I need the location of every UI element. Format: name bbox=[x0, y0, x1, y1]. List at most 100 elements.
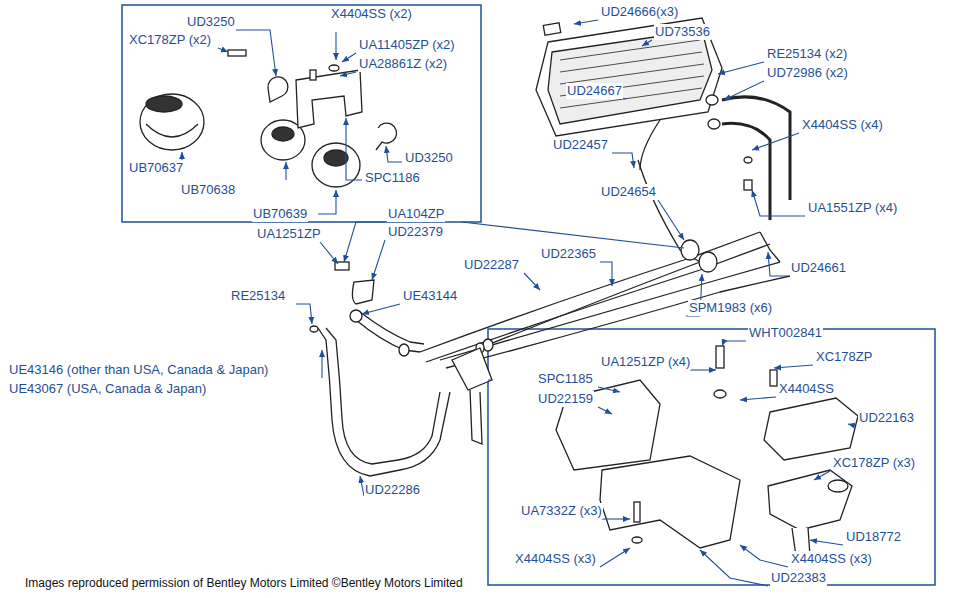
drawing-path bbox=[268, 77, 288, 102]
drawing-path bbox=[612, 153, 634, 168]
drawing-path bbox=[488, 379, 492, 380]
part-number: UD24661 bbox=[790, 260, 847, 276]
drawing-path bbox=[690, 369, 716, 370]
part-number: UD22365 bbox=[540, 246, 597, 262]
drawing-ellipse bbox=[310, 326, 318, 332]
part-number: UE43146 (other than USA, Canada & Japan) bbox=[8, 362, 269, 378]
drawing-path bbox=[524, 273, 540, 290]
part-number: UD22163 bbox=[858, 410, 915, 426]
part-number: UA28861Z (x2) bbox=[358, 56, 448, 72]
drawing-path bbox=[598, 407, 612, 414]
drawing-ellipse bbox=[828, 480, 848, 492]
part-number: UD22159 bbox=[537, 391, 594, 407]
drawing-path bbox=[536, 18, 722, 136]
drawing-rect bbox=[122, 5, 481, 222]
drawing-path bbox=[768, 470, 852, 530]
drawing-path bbox=[574, 20, 598, 24]
drawing-path bbox=[356, 320, 420, 352]
part-number: WHT002841 bbox=[748, 325, 823, 341]
part-number: UD18772 bbox=[845, 529, 902, 545]
part-number: UD3250 bbox=[186, 14, 236, 30]
drawing-ellipse bbox=[706, 95, 718, 105]
part-number: UA7332Z (x3) bbox=[520, 503, 603, 519]
drawing-path bbox=[768, 252, 788, 276]
drawing-path bbox=[360, 312, 424, 344]
drawing-path bbox=[640, 120, 660, 170]
drawing-rect bbox=[310, 70, 316, 80]
part-number: UD22383 bbox=[770, 570, 827, 586]
drawing-rect bbox=[634, 502, 640, 522]
drawing-path bbox=[344, 222, 385, 262]
drawing-path bbox=[346, 118, 362, 180]
drawing-path bbox=[470, 262, 700, 352]
drawing-path bbox=[600, 548, 630, 567]
drawing-path bbox=[722, 341, 746, 346]
drawing-path bbox=[470, 390, 482, 444]
drawing-path bbox=[600, 456, 740, 548]
drawing-ellipse bbox=[681, 240, 699, 260]
drawing-path bbox=[296, 70, 362, 128]
part-number: UD22457 bbox=[552, 137, 609, 153]
drawing-ellipse bbox=[146, 96, 182, 112]
part-number: RE25134 (x2) bbox=[766, 46, 848, 62]
drawing-rect bbox=[488, 329, 935, 585]
drawing-path bbox=[548, 30, 712, 124]
drawing-path bbox=[774, 365, 813, 368]
drawing-ellipse bbox=[272, 127, 294, 141]
part-number: UD73536 bbox=[654, 24, 711, 40]
drawing-ellipse bbox=[140, 94, 204, 150]
heater-unit bbox=[536, 18, 790, 220]
part-number: RE25134 bbox=[230, 288, 286, 304]
drawing-ellipse bbox=[324, 150, 348, 166]
part-number: UE43144 bbox=[402, 288, 458, 304]
part-number: X4404SS bbox=[778, 381, 835, 397]
drawing-path bbox=[285, 162, 286, 180]
part-number: UD24666(x3) bbox=[600, 4, 679, 20]
drawing-path bbox=[372, 240, 385, 280]
drawing-path bbox=[740, 545, 788, 567]
drawing-ellipse bbox=[708, 119, 720, 129]
drawing-path bbox=[386, 146, 402, 162]
part-number: UA1251ZP (x4) bbox=[600, 354, 691, 370]
drawing-rect bbox=[228, 50, 246, 56]
drawing-ellipse bbox=[350, 310, 362, 322]
drawing-path bbox=[752, 190, 805, 216]
drawing-path bbox=[452, 348, 492, 390]
part-number: UD24654 bbox=[600, 184, 657, 200]
drawing-path bbox=[760, 232, 780, 262]
leader-lines bbox=[182, 20, 856, 586]
drawing-path bbox=[420, 232, 760, 352]
part-number: X4404SS (x3) bbox=[790, 551, 873, 567]
part-number: UD72986 (x2) bbox=[766, 65, 849, 81]
drawing-path bbox=[362, 304, 400, 314]
part-number: UE43067 (USA, Canada & Japan) bbox=[8, 381, 207, 397]
part-number: UA1551ZP (x4) bbox=[807, 200, 898, 216]
drawing-path bbox=[700, 550, 768, 586]
drawing-ellipse bbox=[699, 252, 717, 272]
drawing-path bbox=[764, 398, 858, 460]
part-number: XC178ZP bbox=[815, 349, 873, 365]
drawing-ellipse bbox=[714, 390, 726, 398]
drawing-rect bbox=[770, 370, 777, 386]
drawing-path bbox=[352, 280, 374, 304]
drawing-path bbox=[181, 152, 182, 160]
pipes-cables bbox=[310, 120, 790, 476]
drawing-path bbox=[320, 242, 338, 264]
drawing-path bbox=[440, 262, 780, 360]
part-number: X4404SS (x3) bbox=[514, 551, 597, 567]
drawing-path bbox=[340, 72, 356, 76]
part-number: UA1251ZP bbox=[256, 226, 322, 242]
drawing-path bbox=[326, 328, 440, 464]
drawing-ellipse bbox=[632, 537, 642, 543]
copyright-caption: Images reproduced permission of Bentley … bbox=[25, 576, 463, 591]
drawing-path bbox=[718, 62, 764, 74]
drawing-path bbox=[740, 397, 776, 400]
part-number: UB70637 bbox=[128, 160, 184, 176]
drawing-path bbox=[560, 40, 704, 108]
drawing-ellipse bbox=[744, 157, 752, 163]
part-number: SPC1185 bbox=[537, 371, 594, 387]
drawing-path bbox=[600, 262, 612, 286]
drawing-ellipse bbox=[399, 344, 409, 356]
drawing-path bbox=[236, 30, 276, 76]
inset-frames bbox=[122, 5, 935, 585]
